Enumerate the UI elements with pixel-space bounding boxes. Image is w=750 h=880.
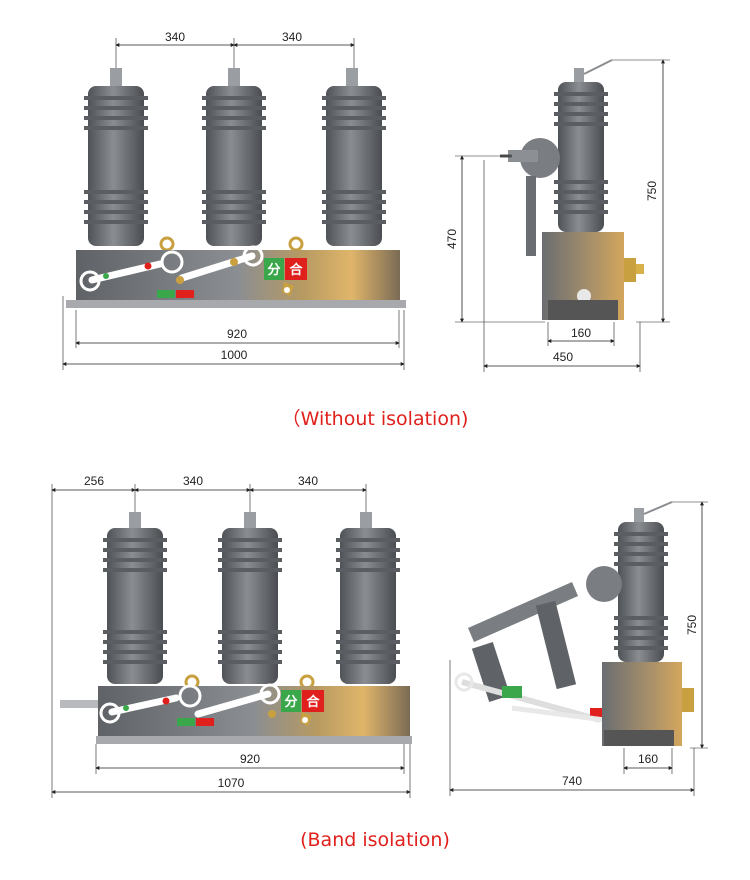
dim-side-base-label-2: 160 <box>638 752 658 766</box>
side-insulator-1 <box>554 59 613 232</box>
side-mechanism-disc-2 <box>586 566 622 602</box>
insulator-pole-2-2 <box>218 512 282 684</box>
lifting-lug-1 <box>159 236 175 252</box>
dim-pitch-1: 340 <box>115 30 235 70</box>
close-indicator-1 <box>285 258 307 280</box>
dim-overall-width-2: 1070 <box>51 520 411 798</box>
dim-mech-height: 470 <box>445 155 545 323</box>
dim-pitch-2: 340 <box>233 30 355 70</box>
dim-pitch-2-2: 340 <box>249 474 367 520</box>
insulator-pole-2 <box>202 68 266 246</box>
lifting-lug-2 <box>288 236 304 252</box>
close-label-2: 合 <box>306 694 320 710</box>
dim-side-depth-label: 450 <box>553 350 573 364</box>
side-insulator-2 <box>614 501 673 662</box>
insulator-pole-2-1 <box>103 512 167 684</box>
dim-side-height: 750 <box>612 59 670 323</box>
open-indicator-1 <box>264 258 284 280</box>
insulator-pole-3 <box>322 68 386 246</box>
dim-pitch-2-2-label: 340 <box>298 474 318 488</box>
side-mechanism-disc-1 <box>500 138 560 256</box>
open-label-1: 分 <box>267 262 280 278</box>
dim-side-depth: 450 <box>483 322 641 372</box>
dim-side-height-label: 750 <box>645 181 659 201</box>
dim-side-base: 160 <box>547 322 615 346</box>
dim-pitch-1-label: 340 <box>165 30 185 44</box>
side-cabinet-2 <box>602 662 694 746</box>
dim-side-base-label: 160 <box>571 326 591 340</box>
insulator-pole-2-3 <box>336 512 400 684</box>
dim-offset-2: 256 <box>51 474 136 520</box>
dim-side-height-label-2: 750 <box>685 615 699 635</box>
side-cabinet-1 <box>542 232 644 320</box>
open-label-2: 分 <box>284 694 297 710</box>
dim-pitch-2-1-label: 340 <box>183 474 203 488</box>
insulator-pole-1 <box>84 68 148 246</box>
dim-inner-width: 920 <box>75 310 400 348</box>
mechanism-cabinet-1: 分 合 <box>66 245 406 308</box>
mechanism-cabinet-2: 分 合 <box>60 683 412 744</box>
dim-side-depth-label-2: 740 <box>562 774 582 788</box>
dim-overall-width: 1000 <box>62 296 405 370</box>
isolation-arm <box>454 582 646 734</box>
caption-without-isolation: （Without isolation) <box>282 408 469 430</box>
close-indicator-2 <box>302 690 324 712</box>
dim-pitch-2-1: 340 <box>134 474 251 520</box>
dim-side-base-2: 160 <box>623 748 673 774</box>
dim-overall-label: 1000 <box>221 348 248 362</box>
front-view-1: 340 340 <box>62 30 406 370</box>
dim-offset-label: 256 <box>84 474 104 488</box>
dim-side-depth-2: 740 <box>449 660 695 796</box>
side-view-2: 750 160 740 <box>449 501 708 796</box>
close-label-1: 合 <box>289 262 303 278</box>
open-indicator-2 <box>281 690 301 712</box>
dim-pitch-2-label: 340 <box>282 30 302 44</box>
side-view-1: 750 470 160 450 <box>445 59 670 372</box>
caption-band-isolation: (Band isolation) <box>300 829 450 851</box>
dim-inner-label-2: 920 <box>240 752 260 766</box>
dim-inner-width-2: 920 <box>95 744 405 774</box>
dim-inner-label: 920 <box>227 327 247 341</box>
dim-side-height-2: 750 <box>672 501 708 749</box>
dim-mech-height-label: 470 <box>445 229 459 249</box>
front-view-2: 256 340 340 <box>51 474 412 798</box>
dim-overall-label-2: 1070 <box>218 776 245 790</box>
